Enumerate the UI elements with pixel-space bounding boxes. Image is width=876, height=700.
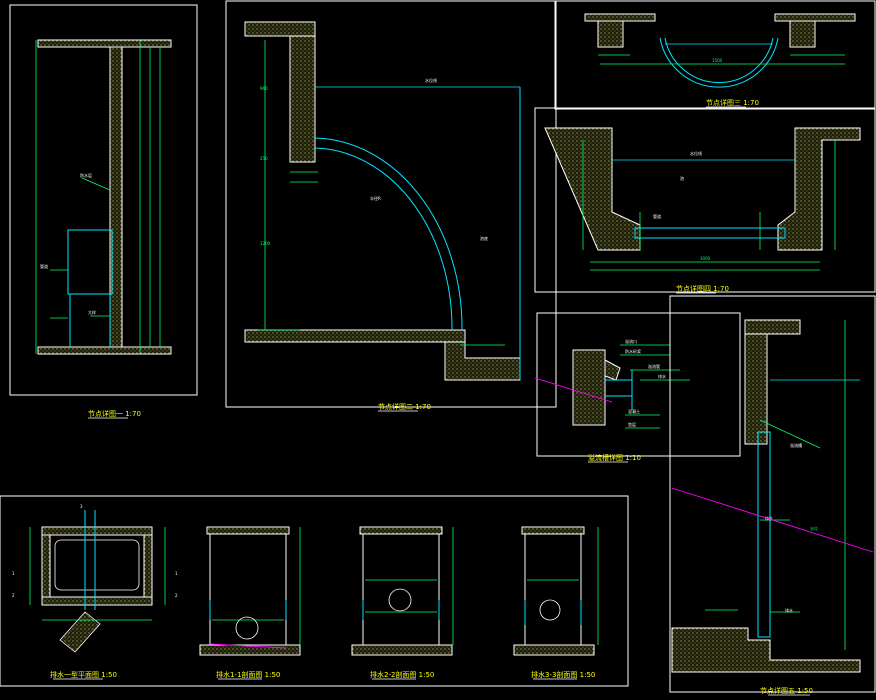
detail-1-title: 节点详图一 1:70 (88, 409, 141, 418)
svg-text:溢流槽: 溢流槽 (790, 442, 802, 448)
detail-1: 防水层 管道 大样 节点详图一 1:70 (9, 4, 198, 419)
svg-text:1: 1 (175, 571, 178, 576)
overflow-detail: 溢流口 防水砂浆 溢流管 排水 混凝土 垫层 溢流槽详图 1:10 (534, 312, 741, 463)
svg-text:2: 2 (175, 593, 178, 598)
section-2-title: 排水2-2剖面图 1:50 (370, 670, 434, 679)
detail-2: 960 250 1200 水位线 半径R 池底 节点详图二 1:70 (225, 0, 557, 412)
svg-text:溢流管: 溢流管 (648, 363, 660, 369)
svg-text:排水: 排水 (785, 607, 793, 613)
svg-text:水位线: 水位线 (425, 77, 437, 83)
svg-text:排水: 排水 (658, 373, 666, 379)
detail-3: 1500 节点详图三 1:70 (554, 0, 876, 110)
svg-text:管道: 管道 (653, 213, 661, 219)
svg-text:250: 250 (260, 156, 268, 161)
svg-text:3: 3 (80, 504, 83, 509)
svg-text:溢流口: 溢流口 (625, 338, 637, 344)
drain-plan-title: 排水一型平面图 1:50 (50, 670, 117, 679)
section-3-title: 排水3-3剖面图 1:50 (531, 670, 595, 679)
svg-text:3000: 3000 (700, 256, 711, 261)
overflow-title: 溢流槽详图 1:10 (588, 453, 641, 462)
svg-text:水位线: 水位线 (690, 150, 702, 156)
svg-text:1500: 1500 (712, 58, 723, 63)
detail-3-title: 节点详图三 1:70 (706, 98, 759, 107)
svg-text:1: 1 (12, 571, 15, 576)
svg-text:大样: 大样 (88, 309, 96, 315)
svg-text:防水层: 防水层 (80, 172, 92, 178)
svg-text:池底: 池底 (480, 235, 488, 241)
svg-text:池: 池 (680, 175, 684, 181)
svg-text:排水: 排水 (765, 515, 773, 521)
svg-text:半径R: 半径R (370, 195, 381, 201)
section-1-title: 排水1-1剖面图 1:50 (216, 670, 280, 679)
svg-text:管道: 管道 (40, 263, 48, 269)
section-1: 排水1-1剖面图 1:50 (199, 526, 301, 680)
section-2: 排水2-2剖面图 1:50 (351, 526, 454, 680)
detail-4: 3000 水位线 管道 池 节点详图四 1:70 (534, 107, 876, 294)
detail-5: 溢流槽 排水 排水 水位 节点详图五 1:50 (669, 295, 876, 696)
drain-plan: 1 1 3 2 2 排水一型平面图 1:50 (12, 504, 178, 680)
detail-5-title: 节点详图五 1:50 (760, 686, 813, 695)
svg-text:2: 2 (12, 593, 15, 598)
svg-text:垫层: 垫层 (628, 421, 636, 427)
svg-text:1200: 1200 (260, 241, 271, 246)
detail-2-title: 节点详图二 1:70 (378, 402, 431, 411)
detail-4-title: 节点详图四 1:70 (676, 284, 729, 293)
svg-text:水位: 水位 (810, 525, 818, 531)
svg-text:防水砂浆: 防水砂浆 (625, 348, 641, 354)
section-3: 排水3-3剖面图 1:50 (513, 526, 599, 680)
drain-panel: 1 1 3 2 2 排水一型平面图 1:50 排水1-1剖面图 1:50 (0, 495, 629, 687)
svg-text:混凝土: 混凝土 (628, 408, 640, 414)
svg-text:960: 960 (260, 86, 268, 91)
